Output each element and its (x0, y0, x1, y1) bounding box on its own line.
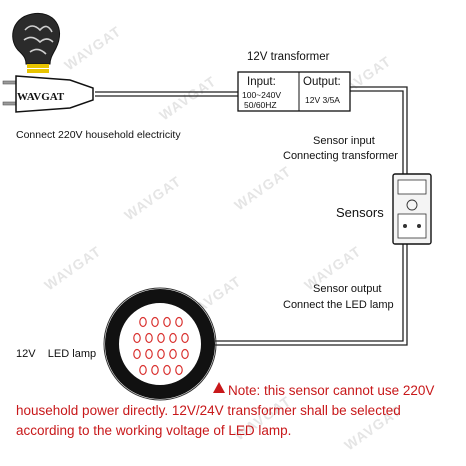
led-chip (169, 332, 177, 344)
transformer-title: 12V transformer (247, 51, 330, 63)
wire-sensor-to-lamp (215, 240, 404, 342)
wires (95, 86, 408, 346)
sensor-output-label-line1: Sensor output (313, 283, 382, 295)
wire-sensor-to-lamp (215, 240, 408, 346)
sensor-input-label-line1: Sensor input (313, 135, 375, 147)
led-lamp-label: 12V LED lamp (16, 348, 97, 360)
led-chip (133, 348, 141, 360)
warning-note-line3: according to the working voltage of LED … (16, 423, 292, 438)
sensor-module (392, 173, 432, 245)
transformer-output-value: 12V 3/5A (305, 95, 340, 105)
transformer-output-label: Output: (303, 76, 341, 88)
warning-note: Note: this sensor cannot use 220V househ… (16, 382, 461, 439)
led-chip (145, 348, 153, 360)
plug-caption: Connect 220V household electricity (16, 129, 181, 141)
warning-note-line1: Note: this sensor cannot use 220V (228, 383, 435, 398)
led-chip (139, 316, 147, 328)
sensor-input-label-line2: Connecting transformer (283, 150, 398, 162)
plug-body (15, 75, 94, 113)
led-chip (145, 332, 153, 344)
led-chip (163, 316, 171, 328)
plug (2, 12, 94, 113)
wire-transformer-to-sensor (350, 86, 408, 176)
warning-note-line2: household power directly. 12V/24V transf… (16, 403, 401, 418)
led-chip (169, 348, 177, 360)
led-chip (133, 332, 141, 344)
transformer-input-freq: 50/60HZ (244, 100, 277, 110)
bulb-icon (12, 12, 61, 73)
plug-brand-label: WAVGAT (17, 91, 65, 103)
led-chip (175, 316, 183, 328)
led-chip (139, 364, 147, 376)
transformer-box (237, 71, 351, 112)
warning-triangle-icon (213, 382, 225, 393)
led-chip (157, 332, 165, 344)
led-lamp (103, 287, 217, 401)
led-grid (133, 316, 189, 376)
led-chip (181, 348, 189, 360)
led-chip (181, 332, 189, 344)
led-chip (157, 348, 165, 360)
led-chip (151, 364, 159, 376)
led-chip (175, 364, 183, 376)
led-chip (163, 364, 171, 376)
plug-pins (2, 80, 18, 106)
wire-transformer-to-sensor (350, 90, 404, 176)
sensor-output-label-line2: Connect the LED lamp (283, 299, 394, 311)
sensor-name-label: Sensors (336, 205, 384, 220)
transformer-input-voltage: 100~240V (242, 90, 281, 100)
transformer-input-label: Input: (247, 76, 276, 88)
led-chip (151, 316, 159, 328)
